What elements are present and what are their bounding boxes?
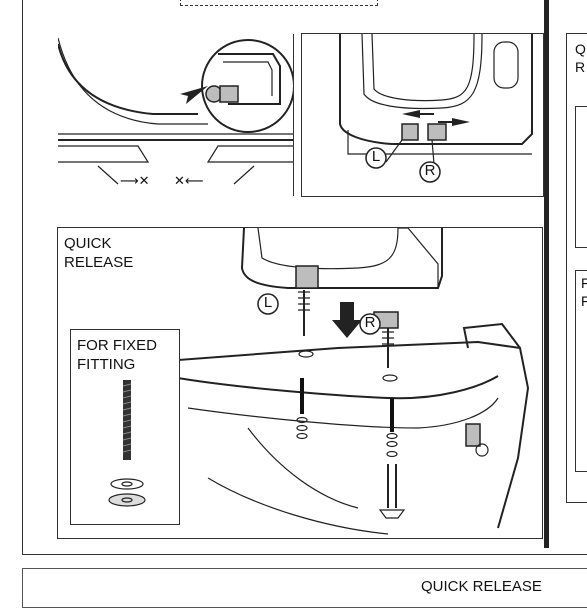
left-marker-main: L [263, 294, 273, 311]
quick-release-title: QUICK RELEASE [64, 235, 134, 271]
left-marker: L [371, 148, 381, 165]
partial-side-panel: Q R F F [566, 33, 587, 503]
washer-icon [110, 478, 144, 490]
quick-release-panel: QUICK RELEASE [57, 227, 543, 539]
right-marker-main: R [364, 314, 376, 331]
washer-icon [108, 493, 146, 507]
dashed-callout-box [180, 0, 378, 6]
arrow-left-icon [402, 110, 420, 118]
illustration-hinge-lr: L R [301, 33, 544, 197]
fixed-fitting-title: FOR FIXED FITTING [77, 337, 158, 373]
page-bottom-border [22, 554, 587, 555]
no-tool-icon: ⟶✕ [120, 174, 150, 189]
no-tool-icon: ✕⟵ [174, 174, 204, 189]
column-divider [544, 0, 549, 548]
arrow-left-icon [180, 86, 208, 104]
page-left-border [22, 0, 23, 555]
right-marker-circle [419, 161, 441, 183]
partial-side-title: Q R [575, 41, 586, 75]
right-marker: R [424, 162, 436, 179]
next-section-heading: QUICK RELEASE [421, 578, 542, 595]
partial-inner-box [575, 106, 587, 248]
left-marker-circle [365, 147, 387, 169]
partial-inner-box-2 [575, 270, 587, 472]
partial-side-title-2: F F [581, 274, 587, 310]
illustration-hinge-removal: ⟶✕ ✕⟵ [58, 34, 294, 196]
arrow-down-icon [332, 302, 362, 338]
fixed-fitting-box: FOR FIXED FITTING [70, 329, 180, 525]
threaded-rod-icon [123, 380, 131, 460]
arrow-right-icon [452, 118, 470, 126]
next-section-panel: QUICK RELEASE [22, 568, 587, 608]
